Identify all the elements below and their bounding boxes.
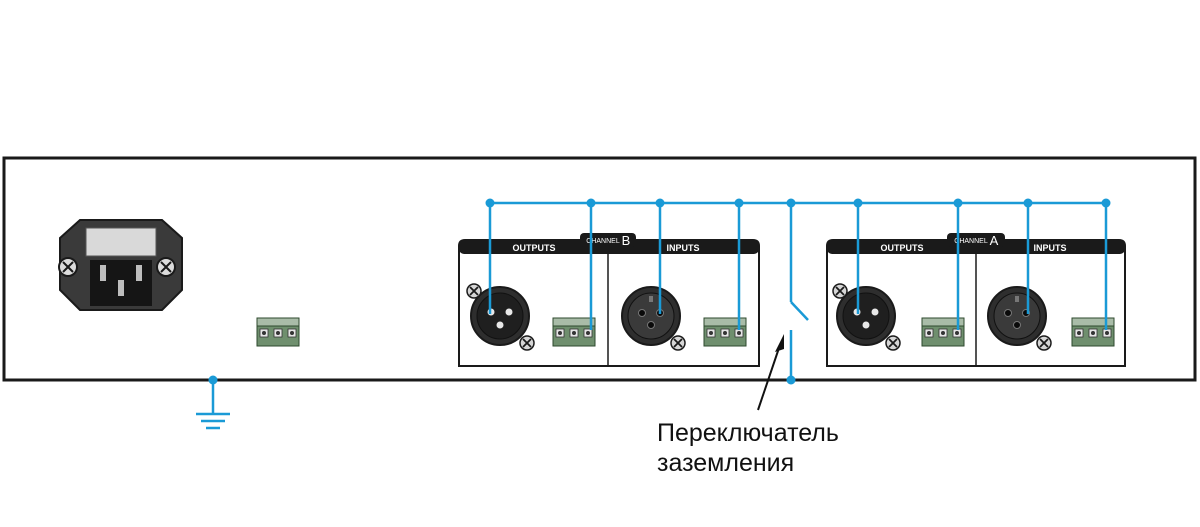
terminal-block-icon [921, 317, 965, 347]
xlr-connector-icon [621, 286, 686, 351]
screw-icon [58, 257, 78, 277]
terminal-block-icon [703, 317, 747, 347]
terminal-block-icon [256, 317, 300, 347]
screw-icon [1036, 335, 1052, 351]
inputs-label: INPUTS [666, 243, 699, 253]
power-inlet-icon [58, 219, 183, 311]
terminal-block-icon [1071, 317, 1115, 347]
xlr-connector-icon [466, 283, 535, 351]
terminal-blocks [552, 317, 1115, 347]
callout-arrow [757, 334, 784, 411]
channel-b-panel: OUTPUTS INPUTS CHANNEL B [458, 233, 760, 367]
outputs-label: OUTPUTS [512, 243, 555, 253]
channel-label: CHANNEL [954, 238, 988, 245]
xlr-connector-icon [832, 283, 901, 351]
terminal-block-icon [552, 317, 596, 347]
screw-icon [670, 335, 686, 351]
screw-icon [466, 283, 482, 299]
screw-icon [885, 335, 901, 351]
screw-icon [519, 335, 535, 351]
channel-label: CHANNEL [586, 238, 620, 245]
chassis-outline [2, 156, 1197, 382]
channel-letter-b: B [622, 233, 631, 248]
ground-symbol-icon [196, 375, 230, 430]
screw-icon [156, 257, 176, 277]
channel-letter-a: A [990, 233, 999, 248]
terminal-block-icon [256, 317, 300, 347]
callout-line-2: заземления [657, 449, 794, 477]
callout-line-1: Переключатель [657, 419, 839, 447]
ground-bus-wiring [485, 198, 1111, 330]
outputs-label: OUTPUTS [880, 243, 923, 253]
inputs-label: INPUTS [1033, 243, 1066, 253]
screw-icon [832, 283, 848, 299]
xlr-connectors [466, 283, 1052, 351]
channel-a-panel: OUTPUTS INPUTS CHANNEL A [826, 233, 1126, 367]
ground-switch-icon [786, 203, 809, 385]
xlr-connector-icon [987, 286, 1052, 351]
